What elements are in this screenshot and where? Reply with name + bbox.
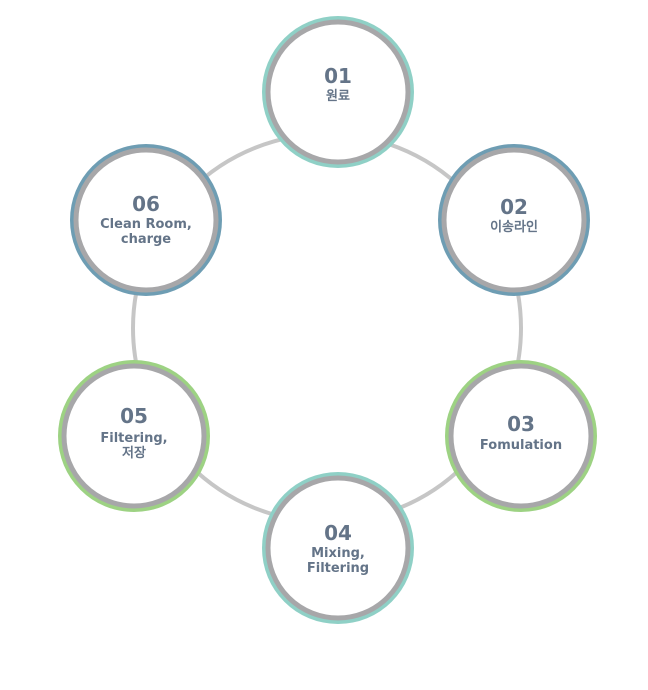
- step-label-line-1: Clean Room,: [100, 217, 192, 232]
- step-inner-ring: [265, 475, 411, 621]
- step-inner-ring: [448, 363, 594, 509]
- step-label-line-1: 원료: [326, 89, 350, 104]
- step-number: 03: [507, 412, 535, 436]
- step-label-line-1: Fomulation: [480, 438, 562, 453]
- step-inner-ring: [265, 19, 411, 165]
- step-number: 02: [500, 195, 528, 219]
- step-node-06: 06 Clean Room, charge: [70, 144, 222, 296]
- step-label-line-2: Filtering: [307, 561, 369, 576]
- step-node-04: 04 Mixing, Filtering: [262, 472, 414, 624]
- step-inner-ring: [73, 147, 219, 293]
- step-label-line-2: 저장: [122, 445, 146, 461]
- step-node-03: 03 Fomulation: [445, 360, 597, 512]
- step-number: 05: [120, 404, 148, 428]
- step-inner-ring: [441, 147, 587, 293]
- step-node-02: 02 이송라인: [438, 144, 590, 296]
- step-label-line-2: charge: [121, 232, 171, 247]
- step-label-line-1: Mixing,: [311, 546, 365, 561]
- step-number: 06: [132, 192, 160, 216]
- step-number: 01: [324, 64, 352, 88]
- step-label-line-1: Filtering,: [100, 431, 167, 446]
- step-label-line-1: 이송라인: [490, 219, 538, 235]
- step-node-01: 01 원료: [262, 16, 414, 168]
- step-inner-ring: [61, 363, 207, 509]
- step-number: 04: [324, 521, 352, 545]
- step-node-05: 05 Filtering, 저장: [58, 360, 210, 512]
